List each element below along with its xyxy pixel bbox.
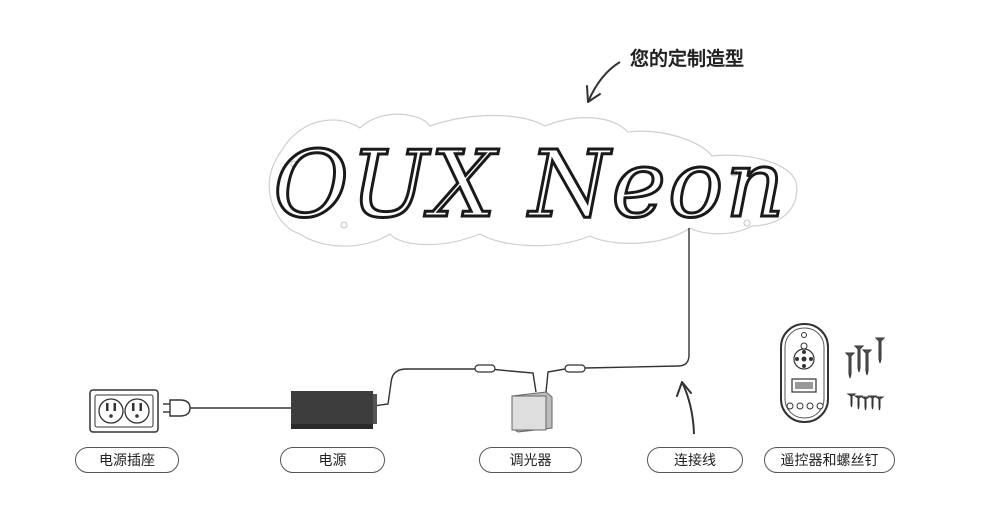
neon-sign-text: OUX Neon [273,131,786,238]
wiring [190,228,690,409]
inline-connector [564,364,586,373]
label-outlet: 电源插座 [75,447,179,473]
mounting-holes [290,149,751,229]
wall-outlet [89,389,159,433]
dimmer-box [511,391,553,433]
cable-arrow [676,381,695,435]
inline-connector [474,364,496,373]
callout-arrow [586,61,621,103]
remote-control [780,323,829,423]
power-plug [163,399,191,417]
label-cable: 连接线 [647,447,743,473]
sign-backboard [268,113,798,247]
screws [844,337,886,411]
power-supply-unit [291,391,377,429]
custom-design-callout: 您的定制造型 [630,48,745,70]
label-remote-screws: 遥控器和螺丝钉 [764,447,895,473]
label-power-supply: 电源 [280,447,385,473]
label-dimmer: 调光器 [479,447,582,473]
